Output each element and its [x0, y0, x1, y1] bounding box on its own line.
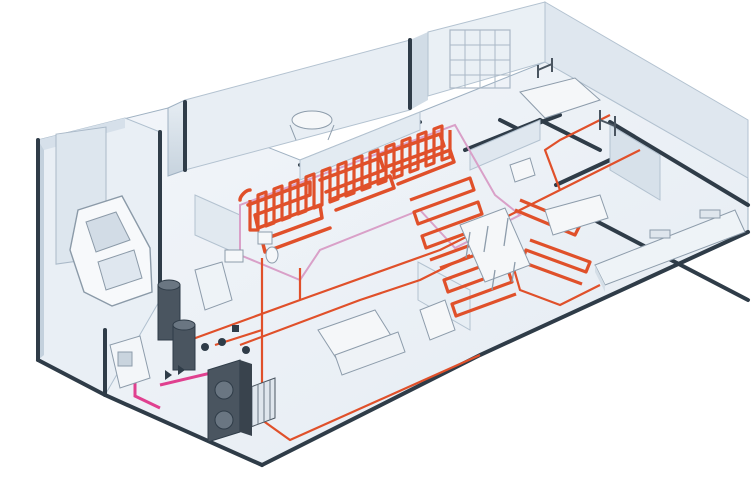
boiler-icon: [109, 335, 151, 389]
towel-rail-icon: [537, 58, 616, 136]
kitchen-counter-icon: [594, 209, 746, 292]
car-icon: [69, 195, 153, 307]
manifold-valves: [165, 325, 250, 380]
armchair-icon: [419, 299, 456, 341]
wash-basin-icon: [224, 249, 244, 263]
supply-pipe-network: [189, 114, 641, 442]
bathtub-icon: [544, 194, 609, 236]
shower-icon: [194, 261, 233, 311]
toilet-icon: [257, 231, 279, 264]
sink-icon: [509, 157, 536, 183]
furniture: [194, 77, 746, 376]
bed-icon: [519, 77, 601, 119]
sofa-icon: [317, 309, 406, 376]
heat-pump-outdoor-unit-icon: [207, 359, 252, 443]
round-table-icon: [289, 110, 335, 141]
interior-walls: [194, 111, 661, 331]
dining-table-icon: [459, 207, 531, 291]
underfloor-heating-serpentine: [248, 124, 452, 232]
